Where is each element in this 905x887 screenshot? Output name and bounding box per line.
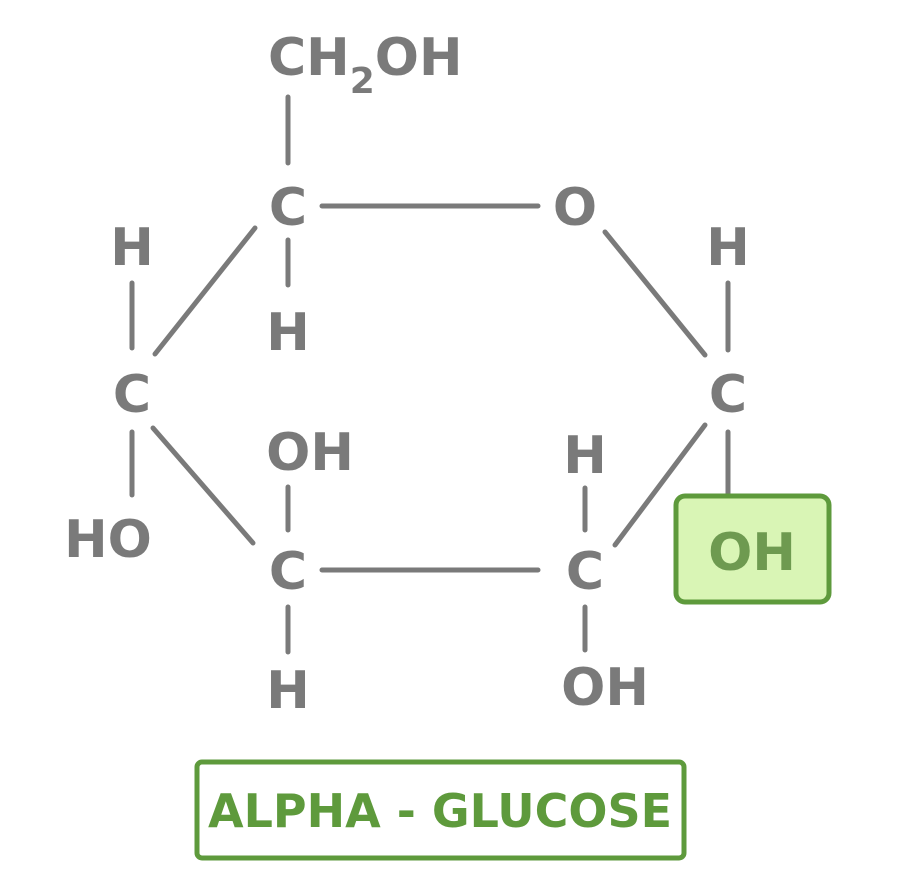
atom-labels: CH2OH C H O H C OH H C HO OH C H H C OH [64, 28, 796, 721]
c2-oh-label: OH [561, 658, 649, 718]
c4-label: C [113, 365, 151, 425]
anomeric-oh-highlight [673, 493, 832, 605]
c3-label: C [269, 542, 307, 602]
c2-h-label: H [563, 426, 607, 486]
title-box [194, 759, 687, 861]
c5-h-label: H [266, 303, 310, 363]
c1-oh-label: OH [708, 523, 796, 583]
c3-oh-label: OH [266, 423, 354, 483]
c4-h-label: H [110, 218, 154, 278]
ch2oh-label: CH2OH [268, 28, 462, 102]
ring-o-label: O [553, 178, 597, 238]
c4-ho-label: HO [64, 510, 152, 570]
bond-c4-c3 [150, 425, 256, 546]
c3-h-label: H [266, 661, 310, 721]
bonds [129, 94, 731, 655]
c5-label: C [269, 178, 307, 238]
bond-c1-c2 [612, 422, 708, 548]
bond-o-c1 [602, 229, 708, 358]
c1-label: C [709, 365, 747, 425]
c1-h-label: H [706, 218, 750, 278]
diagram-title: ALPHA - GLUCOSE [208, 784, 672, 838]
bond-c5-c4 [152, 225, 258, 357]
c2-label: C [566, 542, 604, 602]
